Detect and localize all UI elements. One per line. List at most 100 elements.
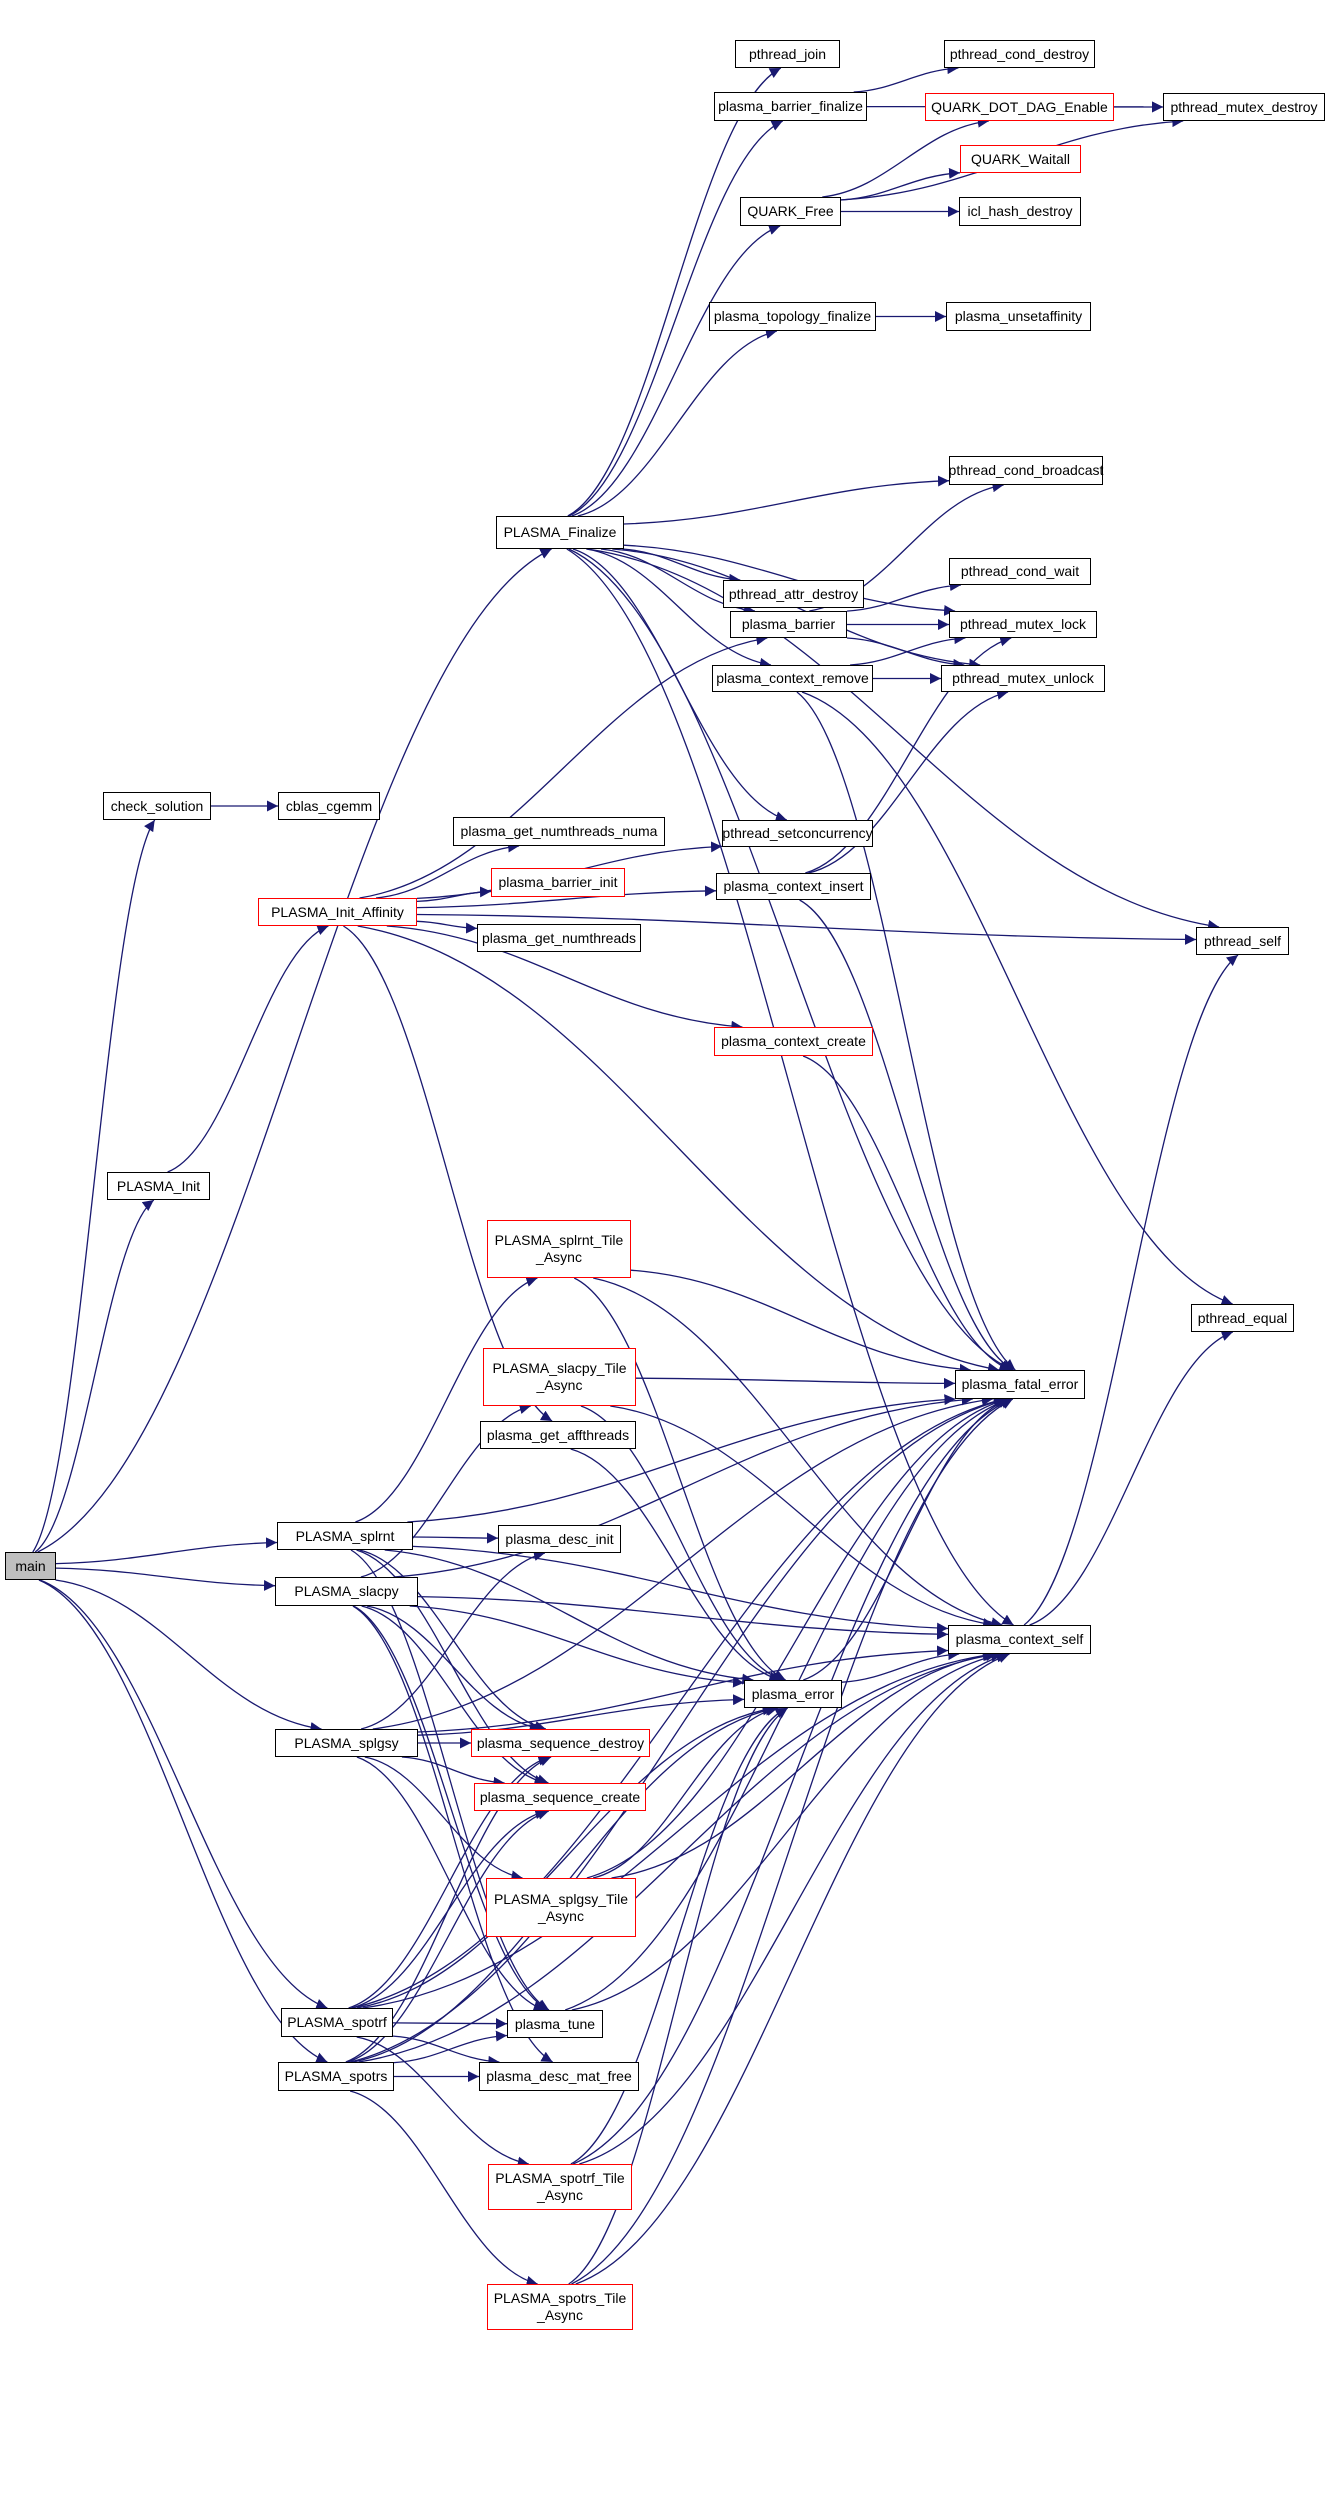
edge-main-to-plasma-spotrs <box>38 1579 328 2063</box>
node-plasma-barrier-init[interactable]: plasma_barrier_init <box>491 868 625 897</box>
edge-plasma-finalize-to-plasma-topology-finalize <box>577 328 778 517</box>
node-pthread-attr-destroy[interactable]: pthread_attr_destroy <box>723 580 864 608</box>
edge-plasma-slacpy-to-plasma-context-self <box>417 1595 949 1640</box>
node-plasma-tune[interactable]: plasma_tune <box>507 2010 603 2038</box>
edge-plasma-finalize-to-pthread-self <box>587 548 1220 931</box>
edge-plasma-spotrf-to-plasma-sequence-destroy <box>348 1755 550 2009</box>
node-pthread-equal[interactable]: pthread_equal <box>1191 1304 1294 1332</box>
edge-plasma-tune-to-plasma-context-self <box>571 1650 1003 2011</box>
edge-plasma-splgsy-to-plasma-sequence-create <box>401 1756 505 1788</box>
node-plasma-sequence-destroy[interactable]: plasma_sequence_destroy <box>471 1729 650 1757</box>
edge-plasma-splrnt-to-plasma-splrnt-tile-async <box>355 1276 538 1523</box>
edge-plasma-spotrf-tile-async-to-plasma-error <box>570 1707 787 2165</box>
edge-plasma-init-affinity-to-plasma-barrier <box>359 634 768 899</box>
node-plasma-sequence-create[interactable]: plasma_sequence_create <box>474 1783 646 1811</box>
node-plasma-barrier-finalize[interactable]: plasma_barrier_finalize <box>714 92 867 121</box>
node-plasma-spotrf[interactable]: PLASMA_spotrf <box>281 2008 393 2037</box>
node-pthread-mutex-unlock[interactable]: pthread_mutex_unlock <box>941 665 1105 692</box>
edge-plasma-barrier-finalize-to-pthread-cond-destroy <box>853 63 959 93</box>
node-pthread-setconcurrency[interactable]: pthread_setconcurrency <box>722 820 873 847</box>
edge-plasma-slacpy-to-plasma-fatal-error <box>393 1394 973 1578</box>
node-pthread-cond-broadcast[interactable]: pthread_cond_broadcast <box>949 456 1103 485</box>
node-pthread-cond-destroy[interactable]: pthread_cond_destroy <box>944 40 1095 68</box>
node-plasma-error[interactable]: plasma_error <box>744 1680 842 1708</box>
node-plasma-fatal-error[interactable]: plasma_fatal_error <box>955 1370 1085 1399</box>
node-pthread-self[interactable]: pthread_self <box>1196 927 1289 955</box>
edge-plasma-slacpy-to-plasma-tune <box>353 1605 549 2011</box>
edge-plasma-splrnt-to-plasma-fatal-error <box>407 1394 956 1523</box>
node-pthread-join[interactable]: pthread_join <box>735 40 840 68</box>
node-plasma-spotrf-tile-async[interactable]: PLASMA_spotrf_Tile _Async <box>488 2164 632 2210</box>
edge-plasma-splrnt-to-plasma-error <box>384 1549 754 1685</box>
edge-main-to-plasma-splgsy <box>55 1579 322 1733</box>
edge-plasma-splrnt-tile-async-to-plasma-error <box>573 1277 786 1681</box>
node-plasma-splrnt[interactable]: PLASMA_splrnt <box>277 1522 413 1550</box>
node-plasma-slacpy[interactable]: PLASMA_slacpy <box>275 1577 418 1606</box>
node-plasma-get-affthreads[interactable]: plasma_get_affthreads <box>480 1421 636 1449</box>
node-plasma-finalize[interactable]: PLASMA_Finalize <box>496 516 624 549</box>
edge-plasma-init-affinity-to-plasma-barrier-init <box>416 886 492 903</box>
node-main[interactable]: main <box>5 1552 56 1580</box>
edge-main-to-plasma-spotrf <box>39 1579 328 2010</box>
node-check-solution[interactable]: check_solution <box>103 792 211 820</box>
node-pthread-mutex-destroy[interactable]: pthread_mutex_destroy <box>1163 93 1325 121</box>
edge-plasma-spotrf-to-plasma-error <box>356 1704 774 2009</box>
edge-plasma-spotrf-tile-async-to-plasma-context-self <box>579 1651 1008 2165</box>
edge-plasma-spotrf-to-plasma-tune <box>392 2018 508 2030</box>
node-plasma-desc-init[interactable]: plasma_desc_init <box>498 1525 621 1553</box>
node-plasma-init-affinity[interactable]: PLASMA_Init_Affinity <box>258 898 417 926</box>
edge-plasma-splrnt-tile-async-to-plasma-fatal-error <box>630 1269 971 1375</box>
node-plasma-context-create[interactable]: plasma_context_create <box>714 1027 873 1056</box>
edge-plasma-splgsy-to-plasma-splgsy-tile-async <box>364 1756 523 1882</box>
edge-plasma-init-affinity-to-plasma-get-numthreads <box>416 920 478 934</box>
edge-plasma-finalize-to-plasma-barrier-finalize <box>568 120 783 517</box>
node-plasma-splgsy-tile-async[interactable]: PLASMA_splgsy_Tile _Async <box>486 1878 636 1937</box>
edge-plasma-barrier-to-pthread-cond-wait <box>846 580 962 612</box>
edge-plasma-finalize-to-plasma-context-remove <box>586 548 772 669</box>
edge-plasma-context-insert-to-plasma-fatal-error <box>799 899 1014 1371</box>
edge-main-to-plasma-init <box>34 1199 155 1553</box>
edge-plasma-spotrs-to-plasma-spotrs-tile-async <box>349 2090 538 2287</box>
node-plasma-init[interactable]: PLASMA_Init <box>107 1172 210 1200</box>
edge-main-to-plasma-finalize <box>37 548 552 1553</box>
node-icl-hash-destroy[interactable]: icl_hash_destroy <box>959 197 1081 226</box>
edge-plasma-init-affinity-to-plasma-get-numthreads-numa <box>375 841 520 899</box>
edge-plasma-context-remove-to-plasma-fatal-error <box>796 691 1016 1371</box>
node-plasma-spotrs[interactable]: PLASMA_spotrs <box>278 2062 394 2091</box>
node-plasma-get-numthreads[interactable]: plasma_get_numthreads <box>477 924 641 952</box>
node-pthread-cond-wait[interactable]: pthread_cond_wait <box>949 558 1091 585</box>
edge-plasma-barrier-to-pthread-mutex-unlock <box>846 637 965 670</box>
edge-plasma-slacpy-to-plasma-sequence-create <box>361 1605 546 1786</box>
edge-plasma-splgsy-tile-async-to-plasma-fatal-error <box>586 1396 1008 1879</box>
node-plasma-get-numthreads-numa[interactable]: plasma_get_numthreads_numa <box>453 817 665 846</box>
node-quark-waitall[interactable]: QUARK_Waitall <box>960 145 1081 173</box>
node-cblas-cgemm[interactable]: cblas_cgemm <box>278 792 380 820</box>
node-plasma-slacpy-tile-async[interactable]: PLASMA_slacpy_Tile _Async <box>483 1348 636 1406</box>
edge-plasma-finalize-to-quark-free <box>571 224 781 517</box>
node-plasma-barrier[interactable]: plasma_barrier <box>730 611 847 638</box>
node-pthread-mutex-lock[interactable]: pthread_mutex_lock <box>949 611 1097 638</box>
node-plasma-context-self[interactable]: plasma_context_self <box>948 1625 1091 1654</box>
node-plasma-splrnt-tile-async[interactable]: PLASMA_splrnt_Tile _Async <box>487 1220 631 1278</box>
node-quark-dot-dag-enable[interactable]: QUARK_DOT_DAG_Enable <box>925 93 1114 121</box>
node-plasma-context-insert[interactable]: plasma_context_insert <box>716 873 871 900</box>
node-plasma-unsetaffinity[interactable]: plasma_unsetaffinity <box>946 302 1091 331</box>
node-plasma-spotrs-tile-async[interactable]: PLASMA_spotrs_Tile _Async <box>487 2284 633 2330</box>
node-plasma-topology-finalize[interactable]: plasma_topology_finalize <box>709 302 876 331</box>
edge-plasma-spotrf-to-plasma-fatal-error <box>352 1396 1005 2009</box>
node-plasma-context-remove[interactable]: plasma_context_remove <box>712 665 873 692</box>
edge-plasma-slacpy-to-plasma-sequence-destroy <box>366 1605 541 1733</box>
edge-main-to-check-solution <box>32 819 156 1553</box>
edge-plasma-splgsy-to-plasma-error <box>417 1694 745 1736</box>
edge-plasma-spotrs-tile-async-to-plasma-fatal-error <box>571 1398 1014 2285</box>
node-plasma-desc-mat-free[interactable]: plasma_desc_mat_free <box>479 2062 639 2091</box>
edge-plasma-context-remove-to-pthread-equal <box>801 691 1233 1306</box>
edge-plasma-context-create-to-plasma-fatal-error <box>802 1055 1011 1372</box>
edge-plasma-splgsy-to-plasma-context-self <box>417 1645 949 1733</box>
edge-plasma-context-remove-to-pthread-mutex-lock <box>850 633 966 666</box>
node-quark-free[interactable]: QUARK_Free <box>740 197 841 226</box>
edge-plasma-context-self-to-pthread-equal <box>1029 1330 1234 1626</box>
edge-plasma-spotrs-to-plasma-tune <box>393 2030 508 2064</box>
node-plasma-splgsy[interactable]: PLASMA_splgsy <box>275 1729 418 1757</box>
